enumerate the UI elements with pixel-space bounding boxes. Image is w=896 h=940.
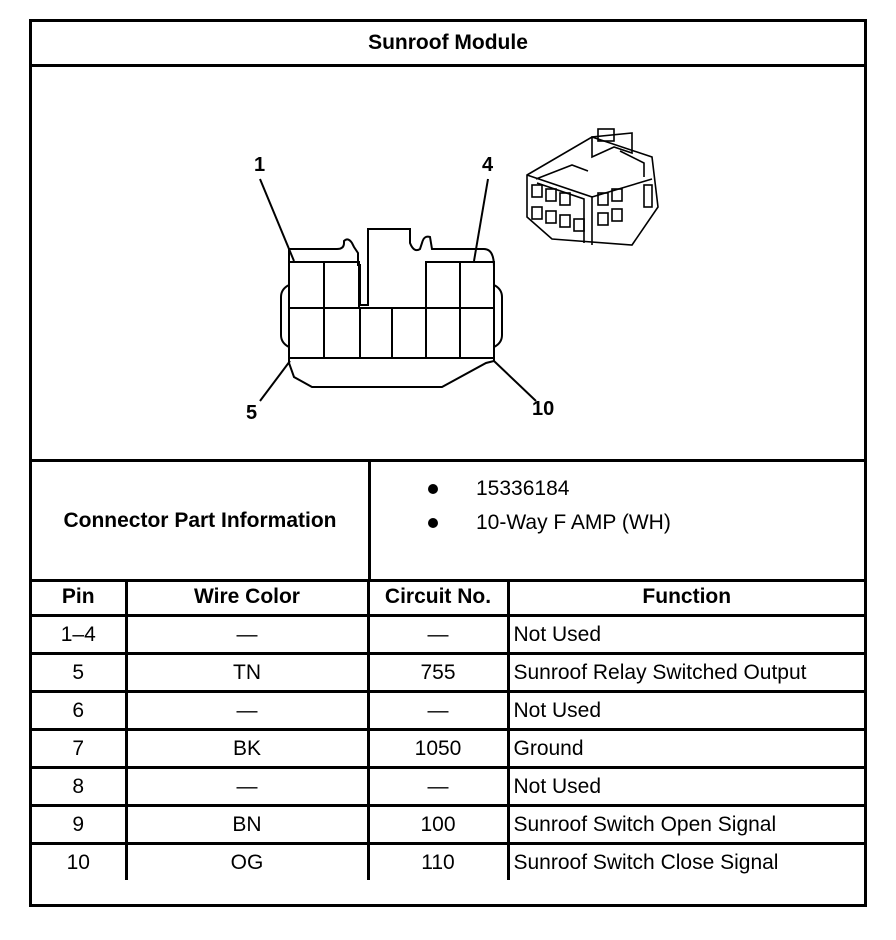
header-wire-color: Wire Color bbox=[124, 579, 370, 617]
wire-color-cell: OG bbox=[124, 842, 370, 880]
connector-diagram: 1 4 5 10 bbox=[32, 67, 864, 461]
pin-cell: 6 bbox=[32, 690, 128, 731]
connector-isometric-view bbox=[526, 128, 659, 246]
wire-color-cell: — bbox=[124, 766, 370, 807]
connector-sheet: Sunroof Module bbox=[29, 19, 867, 907]
function-cell: Not Used bbox=[506, 766, 864, 807]
header-circuit-no: Circuit No. bbox=[366, 579, 510, 617]
wire-color-cell: TN bbox=[124, 652, 370, 693]
circuit-cell: — bbox=[366, 690, 510, 731]
pinout-table: Pin Wire Color Circuit No. Function 1–4 … bbox=[32, 579, 864, 880]
wire-color-cell: BK bbox=[124, 728, 370, 769]
connector-description: 10-Way F AMP (WH) bbox=[476, 511, 671, 534]
circuit-cell: 1050 bbox=[366, 728, 510, 769]
connector-part-info: Connector Part Information 15336184 10-W… bbox=[32, 459, 864, 582]
pin-cell: 5 bbox=[32, 652, 128, 693]
table-row: 10 OG 110 Sunroof Switch Close Signal bbox=[32, 842, 864, 880]
pin-cell: 9 bbox=[32, 804, 128, 845]
connector-part-info-label: Connector Part Information bbox=[32, 462, 371, 579]
function-cell: Sunroof Switch Open Signal bbox=[506, 804, 864, 845]
circuit-cell: — bbox=[366, 614, 510, 655]
header-pin: Pin bbox=[32, 579, 128, 617]
function-cell: Sunroof Switch Close Signal bbox=[506, 842, 864, 880]
pin-cell: 8 bbox=[32, 766, 128, 807]
circuit-cell: 100 bbox=[366, 804, 510, 845]
pin-cell: 7 bbox=[32, 728, 128, 769]
connector-outline bbox=[280, 228, 503, 388]
circuit-cell: 110 bbox=[366, 842, 510, 880]
part-number: 15336184 bbox=[476, 477, 570, 500]
wire-color-cell: — bbox=[124, 690, 370, 731]
table-row: 5 TN 755 Sunroof Relay Switched Output bbox=[32, 652, 864, 693]
pin-callout-4: 4 bbox=[482, 154, 494, 176]
header-function: Function bbox=[506, 579, 864, 617]
connector-part-info-list: 15336184 10-Way F AMP (WH) bbox=[371, 462, 864, 579]
pin-cell: 1–4 bbox=[32, 614, 128, 655]
circuit-cell: 755 bbox=[366, 652, 510, 693]
function-cell: Not Used bbox=[506, 614, 864, 655]
function-cell: Not Used bbox=[506, 690, 864, 731]
table-row: 7 BK 1050 Ground bbox=[32, 728, 864, 769]
page-title: Sunroof Module bbox=[32, 22, 864, 67]
circuit-cell: — bbox=[366, 766, 510, 807]
wire-color-cell: — bbox=[124, 614, 370, 655]
pin-callout-1: 1 bbox=[254, 154, 265, 176]
bullet-icon bbox=[428, 518, 438, 528]
pin-callout-5: 5 bbox=[246, 402, 257, 424]
bullet-icon bbox=[428, 484, 438, 494]
table-header-row: Pin Wire Color Circuit No. Function bbox=[32, 579, 864, 617]
table-row: 9 BN 100 Sunroof Switch Open Signal bbox=[32, 804, 864, 845]
table-row: 1–4 — — Not Used bbox=[32, 614, 864, 655]
pin-callout-10: 10 bbox=[532, 398, 554, 420]
function-cell: Sunroof Relay Switched Output bbox=[506, 652, 864, 693]
table-row: 8 — — Not Used bbox=[32, 766, 864, 807]
function-cell: Ground bbox=[506, 728, 864, 769]
connector-face-drawing: 1 4 5 10 bbox=[246, 128, 659, 424]
table-row: 6 — — Not Used bbox=[32, 690, 864, 731]
wire-color-cell: BN bbox=[124, 804, 370, 845]
pin-cell: 10 bbox=[32, 842, 128, 880]
